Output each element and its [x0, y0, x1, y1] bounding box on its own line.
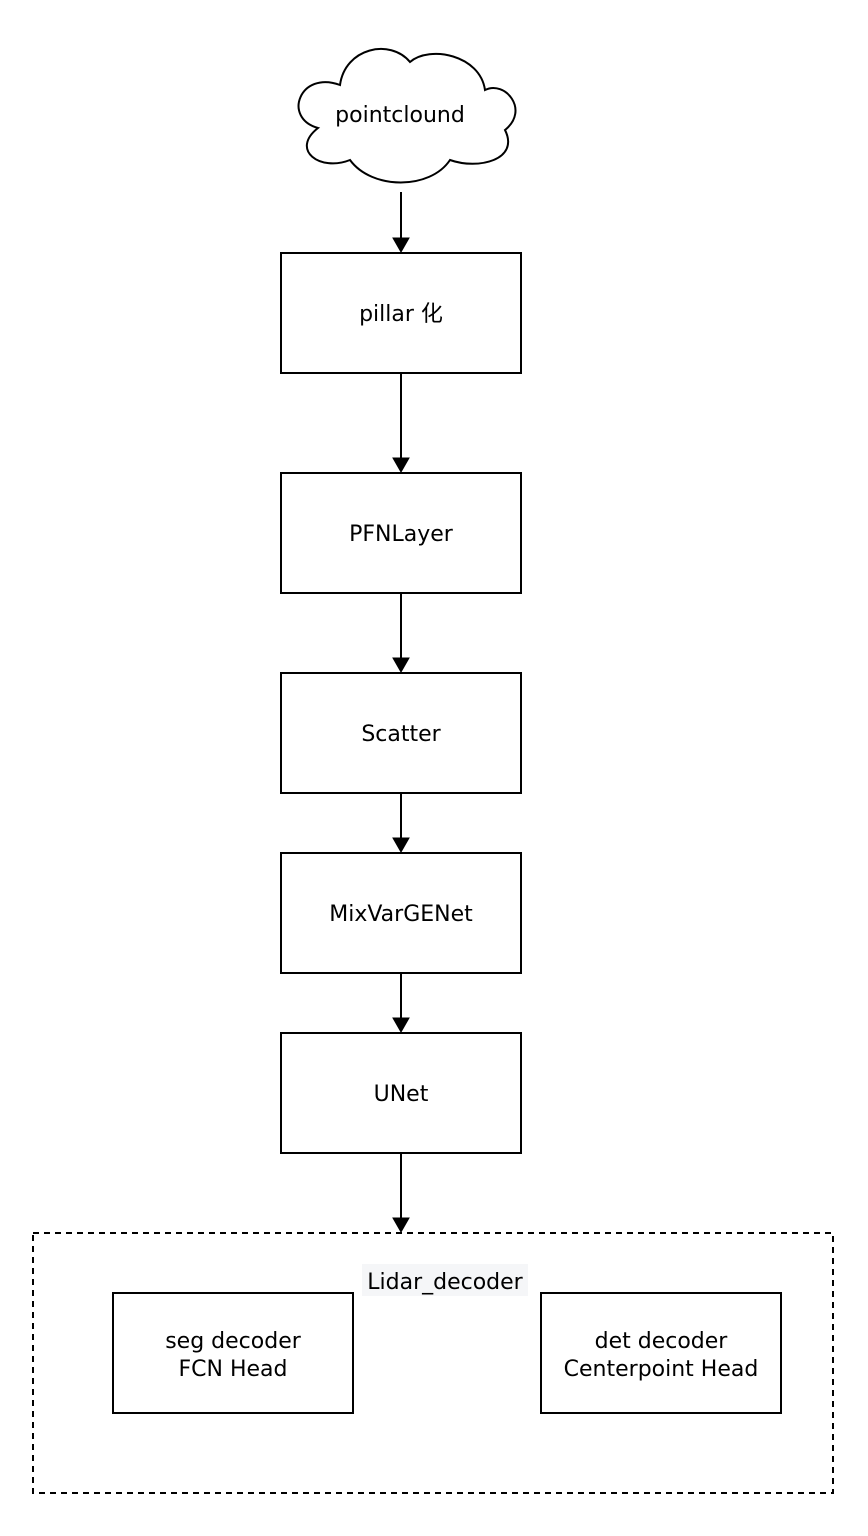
cloud-label: pointclound [335, 103, 465, 128]
arrowhead-cloud-to-pillar [392, 237, 410, 254]
cloud-node-pointclound: pointclound [297, 47, 517, 184]
node-det-decoder: det decoder Centerpoint Head [540, 1292, 782, 1414]
node-pfnlayer: PFNLayer [280, 472, 522, 594]
node-seg-decoder: seg decoder FCN Head [112, 1292, 354, 1414]
node-det-decoder-box [540, 1292, 782, 1414]
node-pillar-box [280, 252, 522, 374]
group-lidar-decoder: Lidar_decoder seg decoder FCN Head det d… [32, 1232, 834, 1494]
node-scatter: Scatter [280, 672, 522, 794]
arrowhead-pfn-to-scatter [392, 657, 410, 674]
node-pfnlayer-box [280, 472, 522, 594]
group-lidar-decoder-border [32, 1232, 834, 1494]
arrowhead-pillar-to-pfn [392, 457, 410, 474]
cloud-shape [297, 47, 517, 184]
node-pillar-label: pillar 化 [359, 302, 443, 327]
arrowhead-unet-to-decoder [392, 1217, 410, 1234]
node-pillar: pillar 化 [280, 252, 522, 374]
node-unet: UNet [280, 1032, 522, 1154]
node-det-decoder-line-1: det decoder [595, 1329, 729, 1354]
group-label-background [362, 1264, 528, 1296]
node-unet-label: UNet [374, 1082, 429, 1107]
node-pfnlayer-label: PFNLayer [349, 522, 454, 547]
node-unet-box [280, 1032, 522, 1154]
group-lidar-decoder-label: Lidar_decoder [367, 1270, 523, 1295]
node-seg-decoder-line-2: FCN Head [179, 1357, 288, 1382]
arrowhead-scatter-to-mixvargenet [392, 837, 410, 854]
node-mixvargenet: MixVarGENet [280, 852, 522, 974]
node-mixvargenet-label: MixVarGENet [329, 902, 473, 927]
node-seg-decoder-line-1: seg decoder [165, 1329, 302, 1354]
node-seg-decoder-box [112, 1292, 354, 1414]
node-det-decoder-line-2: Centerpoint Head [564, 1357, 759, 1382]
node-scatter-box [280, 672, 522, 794]
node-mixvargenet-box [280, 852, 522, 974]
node-scatter-label: Scatter [361, 722, 441, 747]
arrowhead-mixvargenet-to-unet [392, 1017, 410, 1034]
